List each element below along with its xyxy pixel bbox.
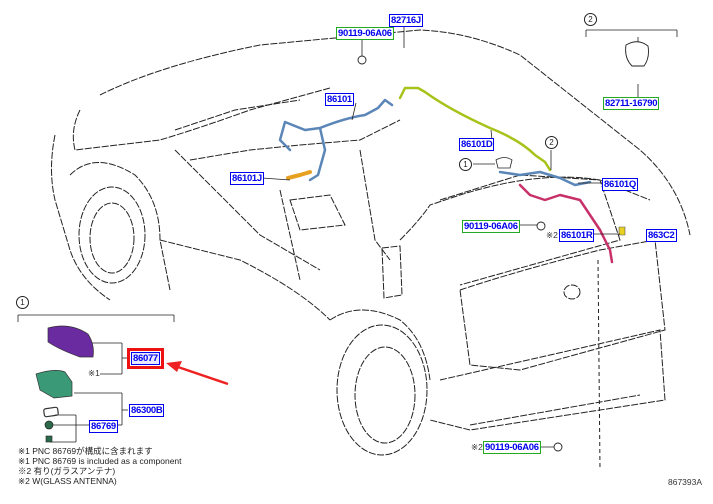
part-label-90119-06a06-mid[interactable]: 90119-06A06 (462, 220, 520, 233)
vehicle-front-wheel-inner (89, 202, 135, 274)
harness-86101q-blue (498, 170, 592, 187)
part-label-90119-06a06-bottom[interactable]: 90119-06A06 (483, 441, 541, 454)
part-label-82716j[interactable]: 82716J (389, 14, 423, 27)
vehicle-front-wheel (78, 186, 146, 284)
vehicle-front-fender (51, 134, 111, 301)
vehicle-rear-glass (439, 174, 621, 286)
vehicle-b-pillar (279, 189, 301, 281)
antenna-module-1-icon (495, 157, 513, 169)
vehicle-c-pillar (359, 149, 391, 261)
vehicle-rear-quarter (399, 176, 651, 241)
vehicle-rear-bumper (429, 329, 666, 431)
harness-86101j-orange (286, 170, 312, 180)
part-label-90119-06a06-top[interactable]: 90119-06A06 (336, 27, 394, 40)
part-label-863c2[interactable]: 863C2 (646, 229, 677, 242)
vehicle-rear-center-line (597, 259, 601, 471)
vehicle-rear-wheel-inner (354, 346, 416, 444)
nut-86769-icon (44, 420, 54, 430)
clip-82711-icon (625, 41, 649, 67)
note-mark-1-86077: ※1 (88, 368, 100, 378)
callout-1-vehicle: 1 (459, 158, 472, 171)
vehicle-bumper-lower (469, 394, 641, 426)
vehicle-emblem (563, 284, 581, 300)
part-label-86769[interactable]: 86769 (89, 420, 118, 433)
vehicle-front-wheel-arch (69, 162, 171, 291)
vehicle-side-lower (159, 239, 331, 321)
vehicle-rear-wheel (336, 324, 428, 456)
bolt-90119-mid-icon (536, 221, 546, 231)
highlight-arrow (166, 361, 229, 386)
callout-1-section: 1 (16, 296, 29, 309)
footnote-1-jp: ※1 PNC 86769が構成に含まれます (18, 446, 153, 456)
vehicle-roof-outline (99, 29, 691, 236)
vehicle-taillight-left (381, 245, 403, 299)
vehicle-a-pillar (174, 99, 301, 131)
part-label-86101j[interactable]: 86101J (230, 172, 264, 185)
part-label-86300b[interactable]: 86300B (129, 404, 165, 417)
part-label-86101r[interactable]: 86101R (559, 229, 595, 242)
callout-2-top: 2 (584, 13, 597, 26)
vehicle-rear-wheel-arch (329, 309, 431, 381)
part-label-86101[interactable]: 86101 (325, 93, 354, 106)
bolt-90119-bottom-icon (553, 442, 563, 452)
callout-2-vehicle: 2 (545, 136, 558, 149)
vehicle-door-line (174, 149, 321, 271)
part-label-86101q[interactable]: 86101Q (602, 178, 639, 191)
gasket-icon (43, 406, 59, 418)
footnote-1-en: ※1 PNC 86769 is included as a component (18, 456, 182, 466)
screw-icon (45, 435, 53, 443)
vehicle-interior-dash (189, 119, 401, 161)
bolt-90119-top-icon (357, 55, 367, 65)
part-label-86101d[interactable]: 86101D (459, 138, 495, 151)
harness-86101d-green (398, 86, 552, 172)
note-mark-2-bottom: ※2 (471, 442, 483, 452)
footnote-2-jp: ※2 有り(ガラスアンテナ) (18, 466, 116, 476)
antenna-cover-86077-icon (47, 325, 94, 358)
part-label-82711-16790[interactable]: 82711-16790 (603, 97, 660, 110)
vehicle-interior-seat (289, 194, 346, 231)
note-mark-2-86101r: ※2 (546, 230, 558, 240)
illustration-code: 867393A (668, 477, 703, 487)
vehicle-hood-outline (72, 87, 331, 151)
harness-86101r-pink (518, 183, 614, 264)
connector-863c2 (618, 226, 626, 236)
footnote-2-en: ※2 W(GLASS ANTENNA) (18, 476, 117, 486)
part-label-86077-highlighted[interactable]: 86077 (127, 348, 164, 369)
harness-86101-blue (278, 98, 394, 182)
vehicle-tailgate (459, 239, 666, 371)
antenna-base-86300b-icon (35, 370, 73, 399)
